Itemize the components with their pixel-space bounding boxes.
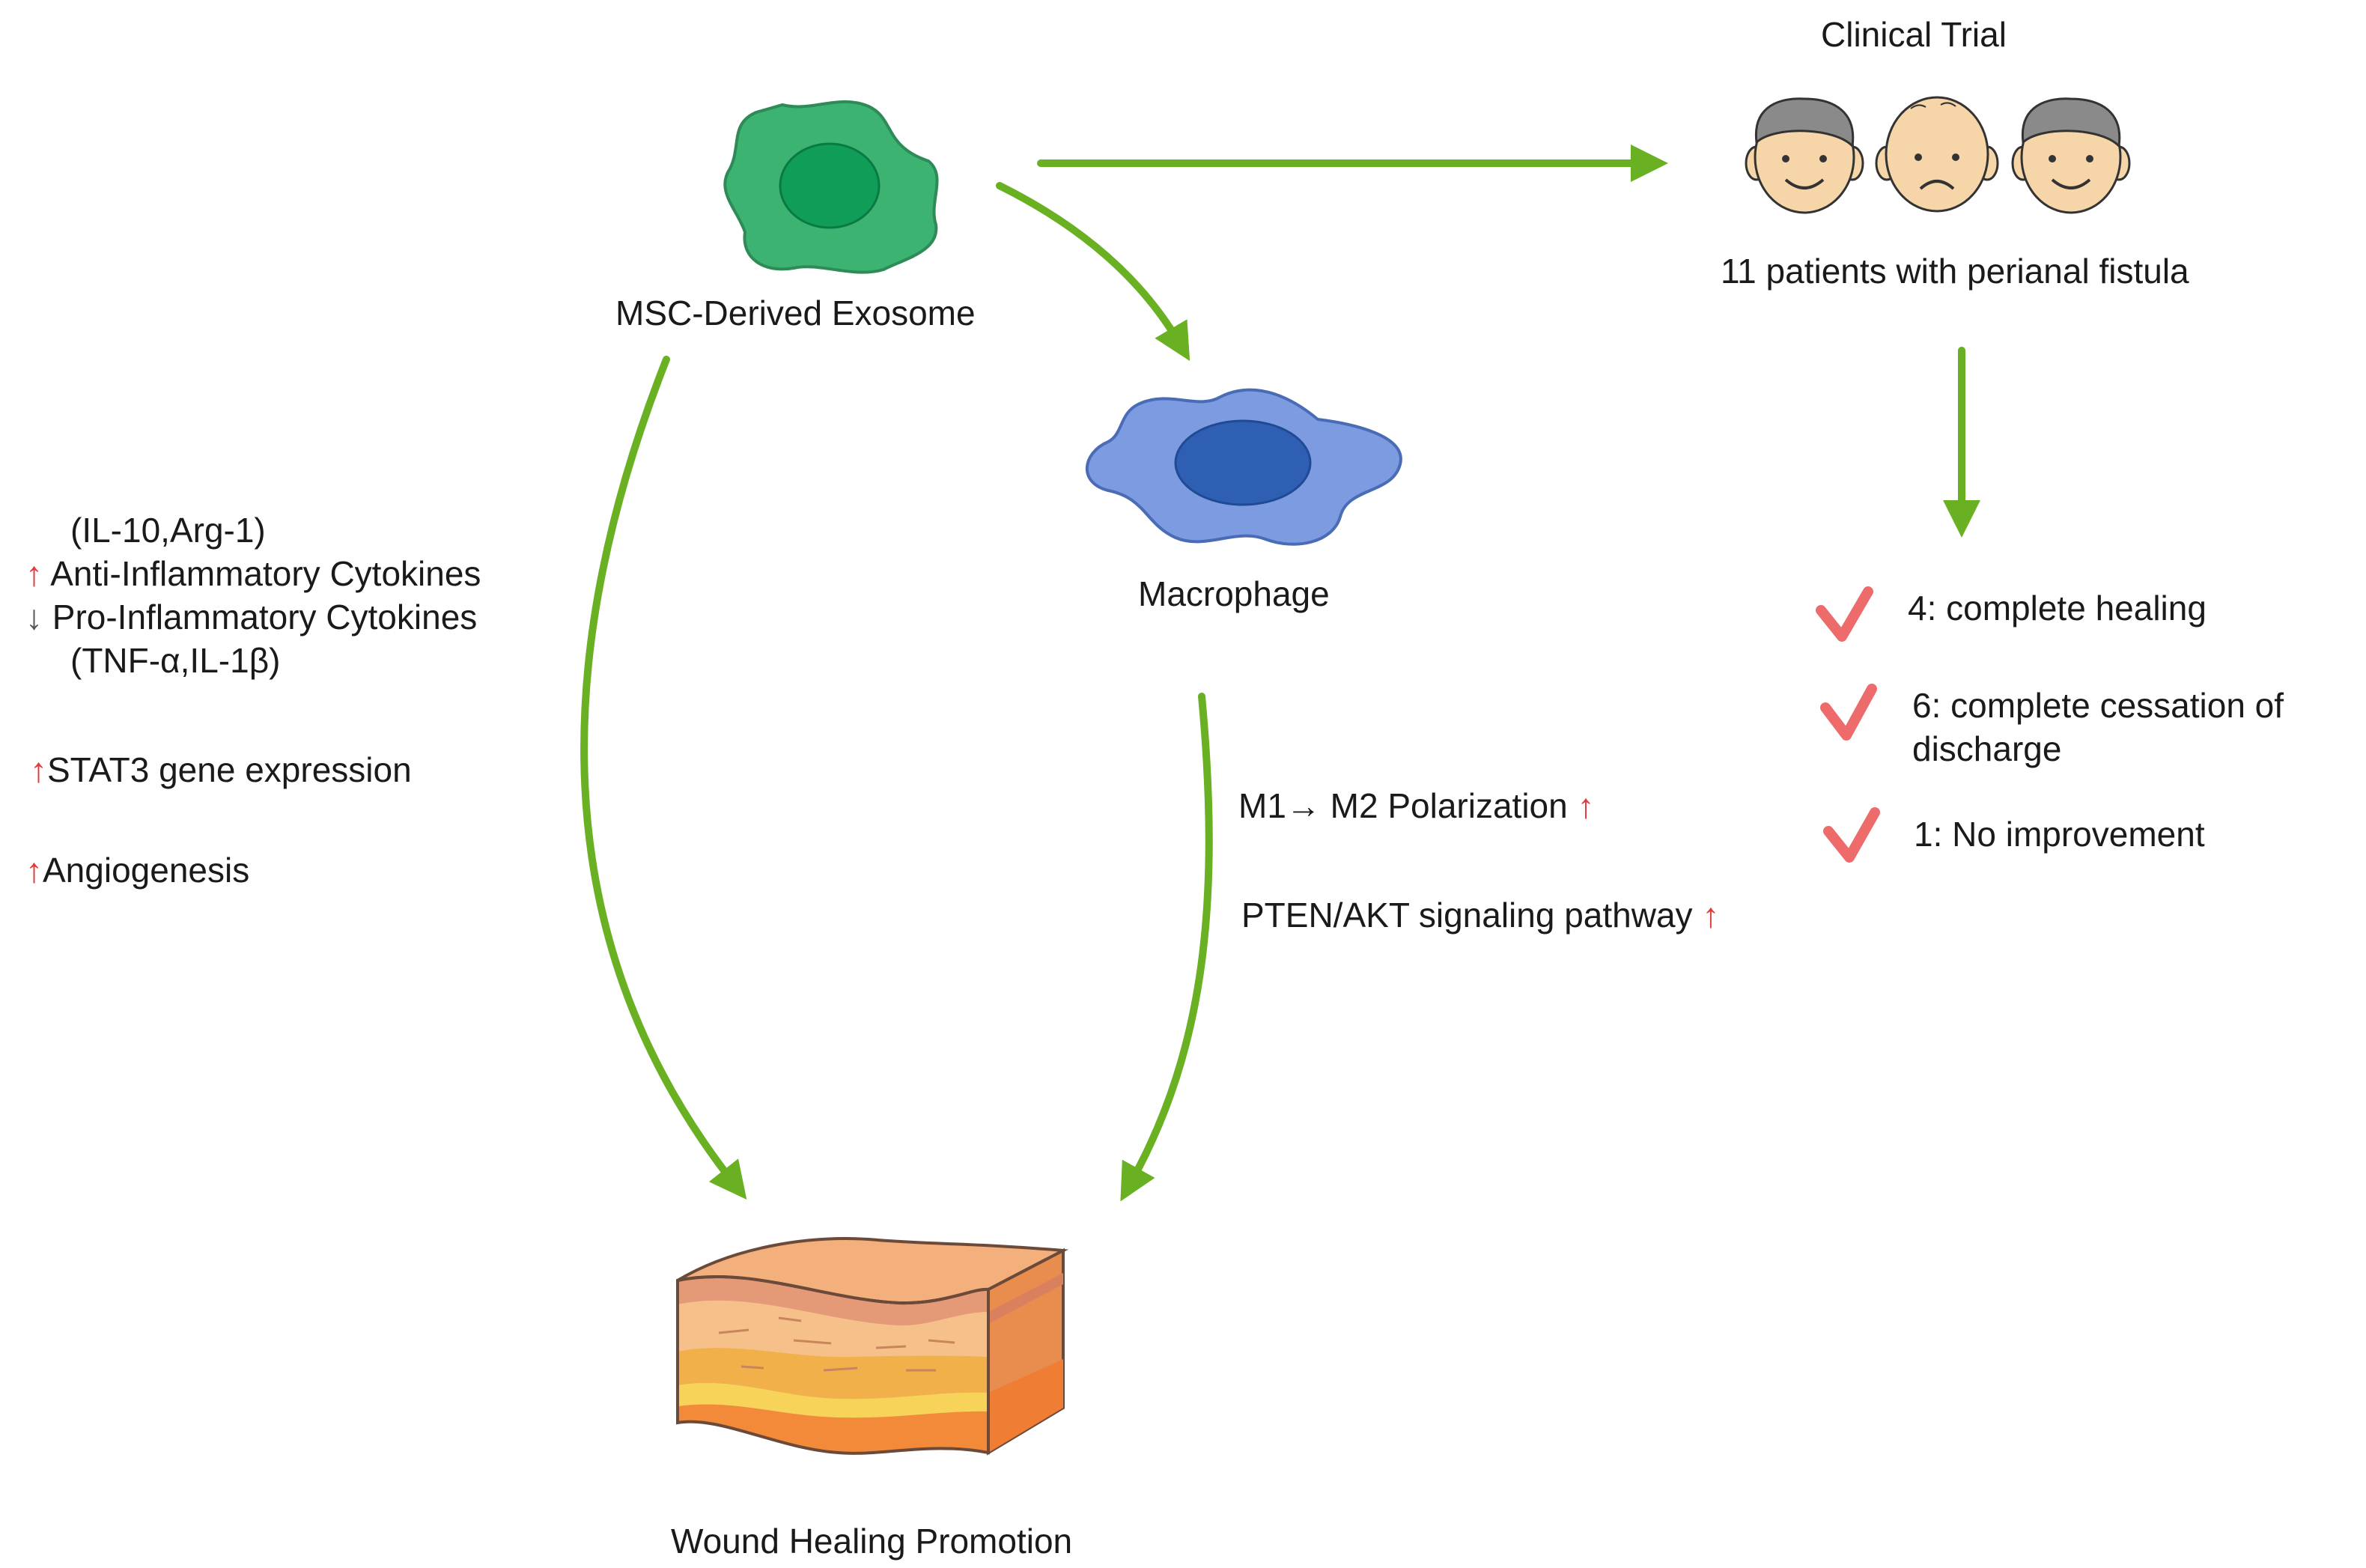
pro-cytokine-list: (TNF-α,IL-1β)	[70, 641, 281, 680]
angiogenesis-label: Angiogenesis	[43, 851, 250, 890]
skin-layers-icon	[676, 1237, 1069, 1456]
stat3-label: STAT3 gene expression	[47, 750, 412, 789]
arrow-exosome-to-macrophage	[996, 182, 1190, 362]
macrophage-cell-icon	[1085, 388, 1402, 546]
happy-patient-icon	[1745, 97, 1864, 214]
outcome-complete-healing: 4: complete healing	[1908, 589, 2207, 627]
angiogenesis-effect: ↑Angiogenesis	[25, 849, 249, 893]
patient-faces-icon	[1745, 96, 2131, 214]
up-arrow-icon: ↑	[30, 750, 47, 789]
happy-patient-icon	[2011, 97, 2131, 214]
pro-cytokines: ↓ Pro-Inflammatory Cytokines	[25, 596, 477, 639]
outcome-cessation: 6: complete cessation of	[1912, 686, 2284, 725]
outcome-cessation-line2: discharge	[1912, 729, 2062, 768]
trial-patients: 11 patients with perianal fistula	[1721, 252, 2189, 291]
wound-label: Wound Healing Promotion	[671, 1522, 1073, 1561]
anti-cytokines: ↑ Anti-Inflammatory Cytokines	[25, 553, 481, 596]
exosome-label: MSC-Derived Exosome	[615, 294, 976, 332]
pro-cytokines-label: Pro-Inflammatory Cytokines	[52, 598, 478, 636]
pten-effect: PTEN/AKT signaling pathway ↑	[1241, 894, 1719, 938]
check-icon	[1823, 807, 1880, 863]
arrow-exosome-to-wound	[580, 356, 747, 1200]
pten-label: PTEN/AKT signaling pathway	[1241, 896, 1693, 935]
check-icon	[1816, 586, 1873, 642]
stat3-effect: ↑STAT3 gene expression	[30, 749, 412, 792]
anti-cytokine-list: (IL-10,Arg-1)	[70, 511, 266, 550]
arrow-macrophage-to-wound	[1120, 693, 1213, 1202]
up-arrow-icon: ↑	[25, 851, 43, 890]
check-icon	[1820, 684, 1877, 741]
macrophage-label: Macrophage	[1138, 574, 1330, 613]
sad-patient-icon	[1875, 96, 1999, 213]
up-arrow-icon: ↑	[1702, 896, 1720, 935]
exosome-cell-icon	[723, 100, 939, 274]
polarization-label: M1→ M2 Polarization	[1238, 786, 1568, 825]
outcome-no-improvement: 1: No improvement	[1914, 815, 2205, 854]
down-arrow-icon: ↓	[25, 598, 43, 636]
polarization-effect: M1→ M2 Polarization ↑	[1238, 785, 1595, 828]
up-arrow-icon: ↑	[25, 554, 43, 593]
up-arrow-icon: ↑	[1577, 786, 1595, 825]
trial-title: Clinical Trial	[1821, 15, 2007, 54]
anti-cytokines-label: Anti-Inflammatory Cytokines	[50, 554, 481, 593]
